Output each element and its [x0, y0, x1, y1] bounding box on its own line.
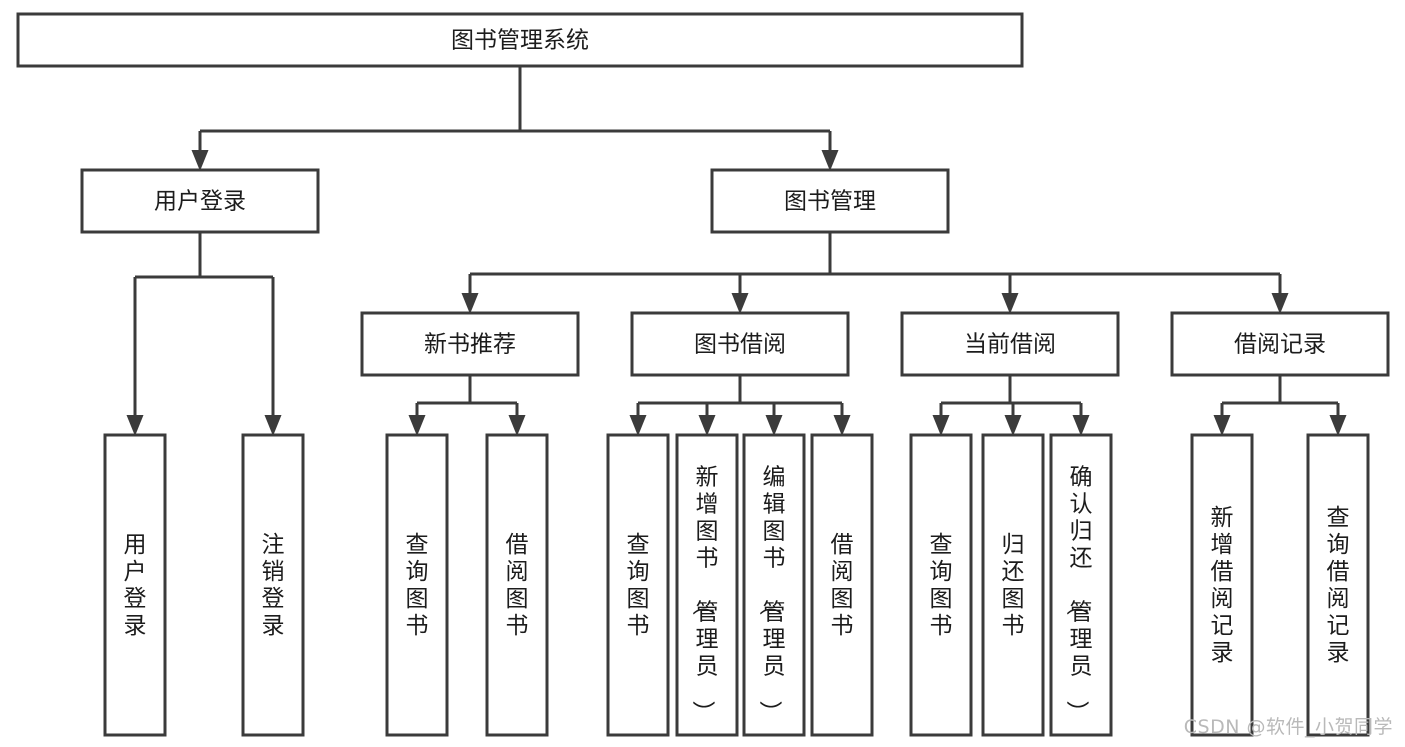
node-leaf-query-book-2[interactable]: 查询图书: [606, 433, 670, 737]
arrow-head-icon: [932, 415, 950, 436]
node-box[interactable]: [1306, 433, 1370, 737]
node-l3-book-borrow[interactable]: 图书借阅: [630, 311, 850, 377]
node-label: 图书管理系统: [451, 28, 589, 54]
node-label: 新增借阅记录: [1211, 505, 1234, 666]
node-l3-new-book-rec[interactable]: 新书推荐: [360, 311, 580, 377]
node-label: 确认归还（管理员）: [1064, 465, 1093, 724]
node-leaf-edit-book[interactable]: 编辑图书（管理员）: [742, 433, 806, 737]
node-label: 新书推荐: [424, 332, 516, 358]
arrow-head-icon: [1001, 293, 1019, 314]
edges-layer: [126, 66, 1347, 436]
node-box[interactable]: [981, 433, 1045, 737]
node-box[interactable]: [710, 168, 950, 234]
node-root[interactable]: 图书管理系统: [16, 12, 1024, 68]
nodes-layer: 图书管理系统用户登录图书管理新书推荐图书借阅当前借阅借阅记录用户登录注销登录查询…: [16, 12, 1390, 737]
node-label: 图书管理: [784, 189, 876, 215]
node-box[interactable]: [675, 433, 739, 737]
node-label: 借阅图书: [831, 532, 854, 639]
node-label: 注销登录: [262, 532, 285, 639]
node-label: 查询图书: [627, 532, 650, 639]
node-box[interactable]: [103, 433, 167, 737]
node-box[interactable]: [1049, 433, 1113, 737]
node-box[interactable]: [1190, 433, 1254, 737]
node-label: 编辑图书（管理员）: [757, 465, 786, 724]
node-box[interactable]: [630, 311, 850, 377]
arrow-head-icon: [731, 293, 749, 314]
node-label: 用户登录: [154, 189, 246, 215]
node-label: 查询借阅记录: [1327, 505, 1350, 666]
node-leaf-user-login[interactable]: 用户登录: [103, 433, 167, 737]
node-box[interactable]: [80, 168, 320, 234]
node-box[interactable]: [742, 433, 806, 737]
arrow-head-icon: [264, 415, 282, 436]
node-label: 用户登录: [124, 532, 147, 639]
arrow-head-icon: [1004, 415, 1022, 436]
node-box[interactable]: [1170, 311, 1390, 377]
node-l2-user-login[interactable]: 用户登录: [80, 168, 320, 234]
arrow-head-icon: [1329, 415, 1347, 436]
node-leaf-query-record[interactable]: 查询借阅记录: [1306, 433, 1370, 737]
arrow-head-icon: [126, 415, 144, 436]
node-leaf-add-record[interactable]: 新增借阅记录: [1190, 433, 1254, 737]
node-box[interactable]: [900, 311, 1120, 377]
arrow-head-icon: [1213, 415, 1231, 436]
node-label: 新增图书（管理员）: [690, 465, 719, 724]
node-leaf-query-book-1[interactable]: 查询图书: [385, 433, 449, 737]
node-leaf-return-book[interactable]: 归还图书: [981, 433, 1045, 737]
node-l3-current-borrow[interactable]: 当前借阅: [900, 311, 1120, 377]
node-label: 归还图书: [1002, 532, 1025, 639]
arrow-head-icon: [765, 415, 783, 436]
node-leaf-confirm-return[interactable]: 确认归还（管理员）: [1049, 433, 1113, 737]
node-label: 当前借阅: [964, 332, 1056, 358]
arrow-head-icon: [191, 150, 209, 171]
arrow-head-icon: [461, 293, 479, 314]
node-box[interactable]: [485, 433, 549, 737]
node-leaf-borrow-book-1[interactable]: 借阅图书: [485, 433, 549, 737]
arrow-head-icon: [821, 150, 839, 171]
node-box[interactable]: [385, 433, 449, 737]
node-label: 图书借阅: [694, 332, 786, 358]
node-l2-book-mgmt[interactable]: 图书管理: [710, 168, 950, 234]
node-leaf-borrow-book-2[interactable]: 借阅图书: [810, 433, 874, 737]
arrow-head-icon: [508, 415, 526, 436]
node-box[interactable]: [16, 12, 1024, 68]
arrow-head-icon: [1072, 415, 1090, 436]
node-leaf-add-book[interactable]: 新增图书（管理员）: [675, 433, 739, 737]
arrow-head-icon: [629, 415, 647, 436]
node-l3-borrow-record[interactable]: 借阅记录: [1170, 311, 1390, 377]
node-label: 查询图书: [930, 532, 953, 639]
node-label: 查询图书: [406, 532, 429, 639]
node-box[interactable]: [606, 433, 670, 737]
node-box[interactable]: [810, 433, 874, 737]
node-leaf-logout[interactable]: 注销登录: [241, 433, 305, 737]
arrow-head-icon: [698, 415, 716, 436]
node-box[interactable]: [360, 311, 580, 377]
node-label: 借阅图书: [506, 532, 529, 639]
node-leaf-query-book-3[interactable]: 查询图书: [909, 433, 973, 737]
node-box[interactable]: [909, 433, 973, 737]
arrow-head-icon: [833, 415, 851, 436]
arrow-head-icon: [1271, 293, 1289, 314]
arrow-head-icon: [408, 415, 426, 436]
node-label: 借阅记录: [1234, 332, 1326, 358]
node-box[interactable]: [241, 433, 305, 737]
watermark-label: CSDN @软件_小贺同学: [1183, 716, 1393, 738]
